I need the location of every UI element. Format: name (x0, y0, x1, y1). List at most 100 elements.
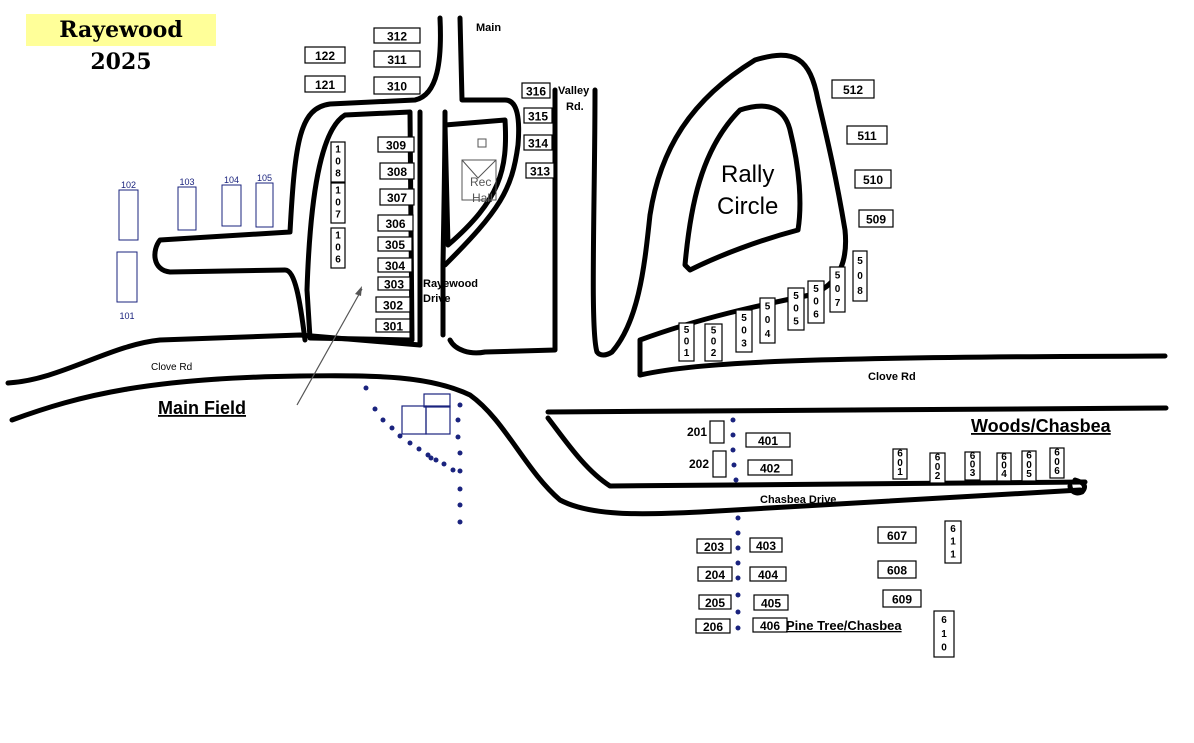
tree-line (363, 385, 741, 631)
lot-label: 402 (760, 462, 780, 476)
lot-501: 501 (678, 322, 695, 362)
lot-206: 206 (695, 618, 731, 634)
lot-label: 105 (257, 173, 272, 183)
lot-205: 205 (698, 594, 732, 610)
lot-label-digit: 1 (335, 230, 341, 241)
lot-box (747, 459, 793, 476)
lot-label-digit: 1 (941, 629, 947, 640)
area-label-rec: Rec (470, 175, 491, 189)
road-label-main: Main (476, 22, 501, 34)
lot-607: 607 (877, 526, 917, 544)
lot-315: 315 (523, 107, 553, 124)
lot-box (304, 75, 346, 93)
lot-box (877, 560, 917, 579)
lot-box (377, 276, 411, 291)
area-label-circle: Circle (717, 193, 778, 220)
lot-label-digit: 5 (741, 313, 747, 324)
lot-label-digit: 0 (1054, 457, 1060, 468)
lot-box (944, 520, 962, 564)
lot-506: 506 (807, 280, 825, 324)
lot-102: 102 (118, 180, 139, 241)
lot-box (330, 182, 346, 224)
lot-box (696, 538, 732, 554)
lot-label: 406 (760, 619, 780, 633)
lot-box (525, 162, 555, 179)
lot-label-digit: 5 (684, 325, 690, 336)
lot-label-digit: 6 (813, 309, 819, 320)
lot-label: 401 (758, 434, 778, 448)
lot-label-digit: 0 (1001, 461, 1007, 472)
lot-label: 301 (383, 320, 403, 334)
lot-box (877, 526, 917, 544)
lot-106: 10 6 (330, 227, 346, 269)
lot-label: 302 (383, 299, 403, 313)
lot-label-digit: 2 (935, 471, 941, 482)
lot-label-digit: 5 (835, 271, 841, 282)
lot-label-digit: 0 (835, 284, 841, 295)
lot-507: 507 (829, 266, 846, 313)
lot-label: 316 (526, 85, 546, 99)
lot-label: 608 (887, 564, 907, 578)
lot-box (745, 432, 791, 448)
lot-label-digit: 6 (897, 449, 903, 460)
lot-104: 104 (221, 175, 242, 227)
lot-box (807, 280, 825, 324)
lot-label-digit: 0 (897, 458, 903, 469)
lot-box (698, 594, 732, 610)
lot-label-digit: 0 (1026, 460, 1032, 471)
lot-label-digit: 0 (335, 197, 341, 208)
lot-label-digit: 3 (970, 468, 976, 479)
road-label-valley: Valley (558, 85, 590, 97)
lot-512: 512 (831, 79, 875, 99)
lot-label-digit: 0 (970, 460, 976, 471)
lot-label-digit: 5 (813, 284, 819, 295)
road-label-valley-rd: Rd. (566, 101, 584, 113)
lot-label-digit: 0 (335, 242, 341, 253)
lot-202: 202 (689, 450, 727, 478)
lot-label-digit: 0 (793, 304, 799, 315)
lot-label-digit: 4 (1001, 469, 1007, 480)
lot-label-digit: 1 (684, 348, 690, 359)
lot-label: 102 (121, 180, 136, 190)
lot-504: 504 (759, 297, 776, 344)
lot-label: 510 (863, 173, 883, 187)
lot-box (177, 186, 197, 231)
lot-box (373, 27, 421, 44)
lot-label: 311 (387, 53, 407, 67)
lot-label-digit: 5 (857, 256, 863, 267)
lot-box (787, 287, 805, 331)
lot-box (704, 323, 723, 362)
lot-box (377, 214, 414, 232)
lot-label-digit: 6 (1026, 451, 1032, 462)
lot-box (697, 566, 733, 582)
lot-label-digit: 6 (335, 255, 341, 266)
lot-306: 306 (377, 214, 414, 232)
lot-box (255, 182, 274, 228)
lot-label: 403 (756, 539, 776, 553)
lot-box (852, 250, 868, 302)
lot-305: 305 (377, 236, 413, 252)
lot-510: 510 (854, 169, 892, 189)
lot-label-digit: 6 (1001, 452, 1007, 463)
lot-503: 503 (735, 309, 753, 353)
lot-box (375, 318, 411, 333)
lot-label-digit: 0 (941, 643, 947, 654)
lot-label: 122 (315, 49, 335, 63)
lot-label: 310 (387, 80, 407, 94)
lot-103: 103 (177, 177, 197, 231)
lot-box (304, 46, 346, 64)
lot-box (377, 236, 413, 252)
lot-610: 610 (933, 610, 955, 658)
lot-label-digit: 6 (950, 524, 956, 535)
lot-108: 108 (330, 141, 346, 183)
lot-label: 305 (385, 238, 405, 252)
lot-label: 609 (892, 593, 912, 607)
lot-label: 206 (703, 620, 723, 634)
road-label-rayewood: Rayewood (423, 278, 478, 290)
lot-604: 604 (996, 452, 1012, 482)
lot-203: 203 (696, 538, 732, 554)
lot-101: 101 (116, 251, 138, 321)
road-label-clove-right: Clove Rd (868, 371, 916, 383)
lot-406: 406 (752, 617, 788, 633)
lot-label: 204 (705, 568, 725, 582)
